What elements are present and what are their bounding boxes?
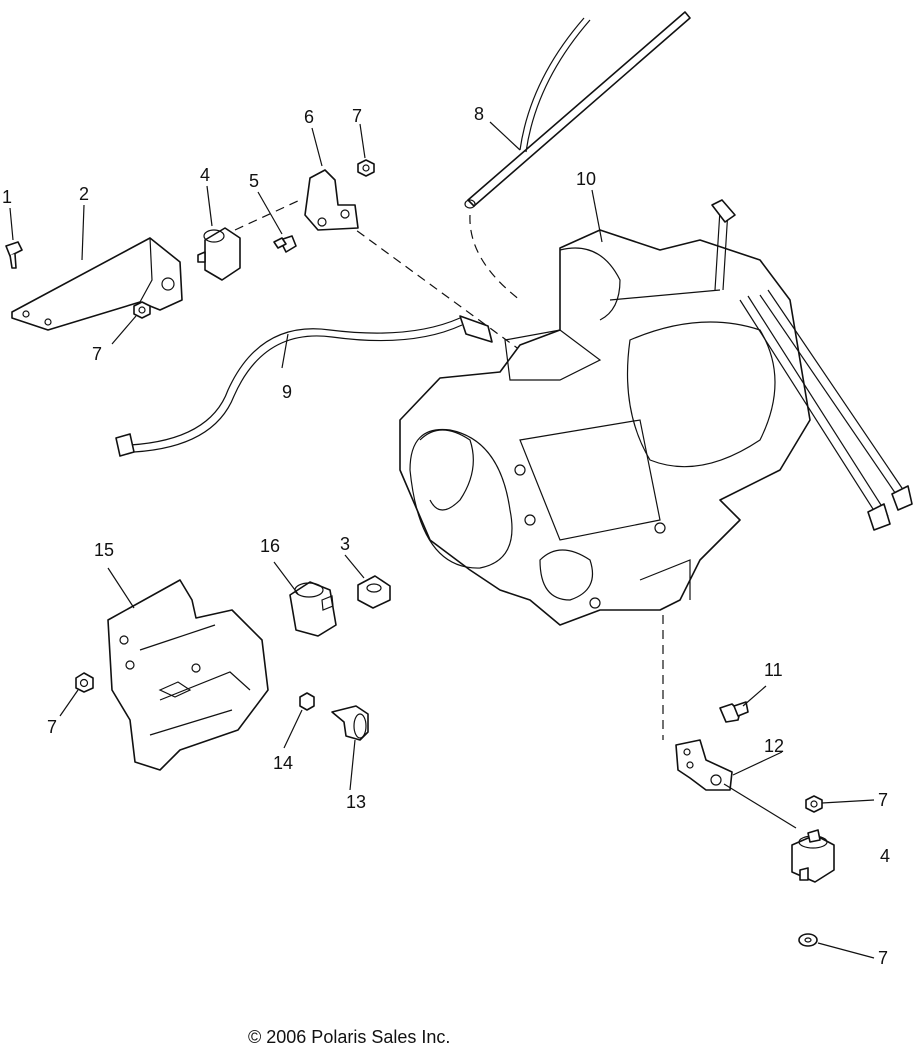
callout-15: 15 xyxy=(94,540,114,560)
callout-7-top: 7 xyxy=(352,106,362,126)
part-7-nut-c xyxy=(75,672,94,693)
callout-8: 8 xyxy=(474,104,484,124)
part-6-bracket xyxy=(304,169,359,231)
part-10-engine xyxy=(399,229,811,626)
leader-lines xyxy=(9,121,875,959)
engine-hoses xyxy=(711,199,913,531)
callout-9: 9 xyxy=(282,382,292,402)
part-9-cable xyxy=(115,315,493,457)
callout-7-right: 7 xyxy=(878,790,888,810)
callout-11: 11 xyxy=(764,660,783,680)
callout-12: 12 xyxy=(764,736,784,756)
part-14-nut xyxy=(299,692,315,711)
callout-1: 1 xyxy=(2,187,12,207)
callout-4-upper: 4 xyxy=(200,165,210,185)
part-7-nut-a xyxy=(357,159,375,177)
callout-7-bottom: 7 xyxy=(878,948,888,968)
part-13-bolt xyxy=(331,705,369,741)
part-8-rod xyxy=(464,11,691,209)
callout-5: 5 xyxy=(249,171,259,191)
part-12-bracket xyxy=(675,739,733,791)
callout-7-left: 7 xyxy=(92,344,102,364)
callout-16: 16 xyxy=(260,536,280,556)
callout-labels: 1 2 3 4 4 5 6 7 7 7 7 7 8 9 10 11 12 13 … xyxy=(2,104,890,968)
part-4-rubber-mount-lower xyxy=(791,829,835,883)
part-15-bracket xyxy=(107,579,269,771)
part-4-rubber-mount-upper xyxy=(197,227,241,281)
part-7-nut-d xyxy=(805,795,823,813)
assembly-guide-lines xyxy=(234,199,664,740)
part-7-washer-e xyxy=(798,933,818,947)
part-1-screw xyxy=(5,241,23,269)
part-7-nut-b xyxy=(133,301,151,319)
part-5-bolt xyxy=(273,235,297,253)
copyright-notice: © 2006 Polaris Sales Inc. xyxy=(248,1027,450,1047)
part-2-bracket xyxy=(11,237,183,331)
callout-2: 2 xyxy=(79,184,89,204)
callout-3: 3 xyxy=(340,534,350,554)
part-3-washer xyxy=(357,575,391,609)
callout-13: 13 xyxy=(346,792,366,812)
part-16-rubber-mount xyxy=(289,581,337,637)
callout-6: 6 xyxy=(304,107,314,127)
callout-4-lower: 4 xyxy=(880,846,890,866)
callout-14: 14 xyxy=(273,753,293,773)
callout-7-bracket: 7 xyxy=(47,717,57,737)
callout-10: 10 xyxy=(576,169,596,189)
part-11-bolt xyxy=(719,701,749,723)
